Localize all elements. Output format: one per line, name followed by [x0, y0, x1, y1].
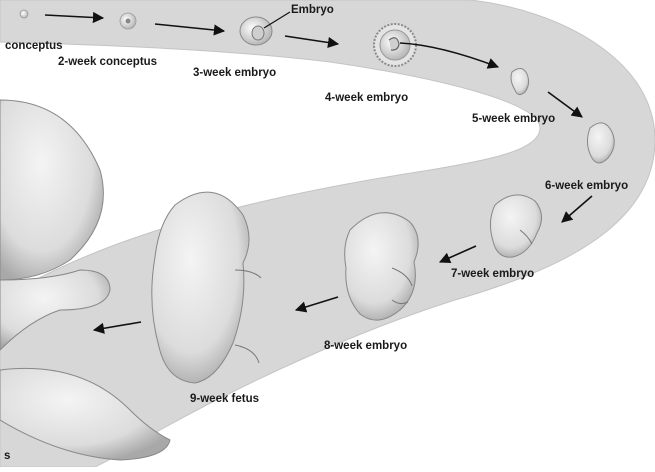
stage-label-8-week-embryo: 8-week embryo	[324, 340, 407, 352]
stage-label-7-week-embryo: 7-week embryo	[451, 268, 534, 280]
stage-label-fetus-last: s	[4, 450, 10, 462]
embryo-4-figure	[374, 24, 416, 66]
stage-label-2-week-conceptus: 2-week conceptus	[58, 56, 157, 68]
stage-label-3-week-embryo: 3-week embryo	[193, 67, 276, 79]
stage-label-9-week-fetus: 9-week fetus	[190, 393, 259, 405]
stage-label-6-week-embryo: 6-week embryo	[545, 180, 628, 192]
stage-label-5-week-embryo: 5-week embryo	[472, 113, 555, 125]
embryo-3-figure	[240, 17, 272, 45]
stage-label-4-week-embryo: 4-week embryo	[325, 92, 408, 104]
stage-label-conceptus: conceptus	[5, 40, 63, 52]
conceptus-1-figure	[20, 10, 28, 18]
embryo-callout-label: Embryo	[291, 4, 334, 16]
